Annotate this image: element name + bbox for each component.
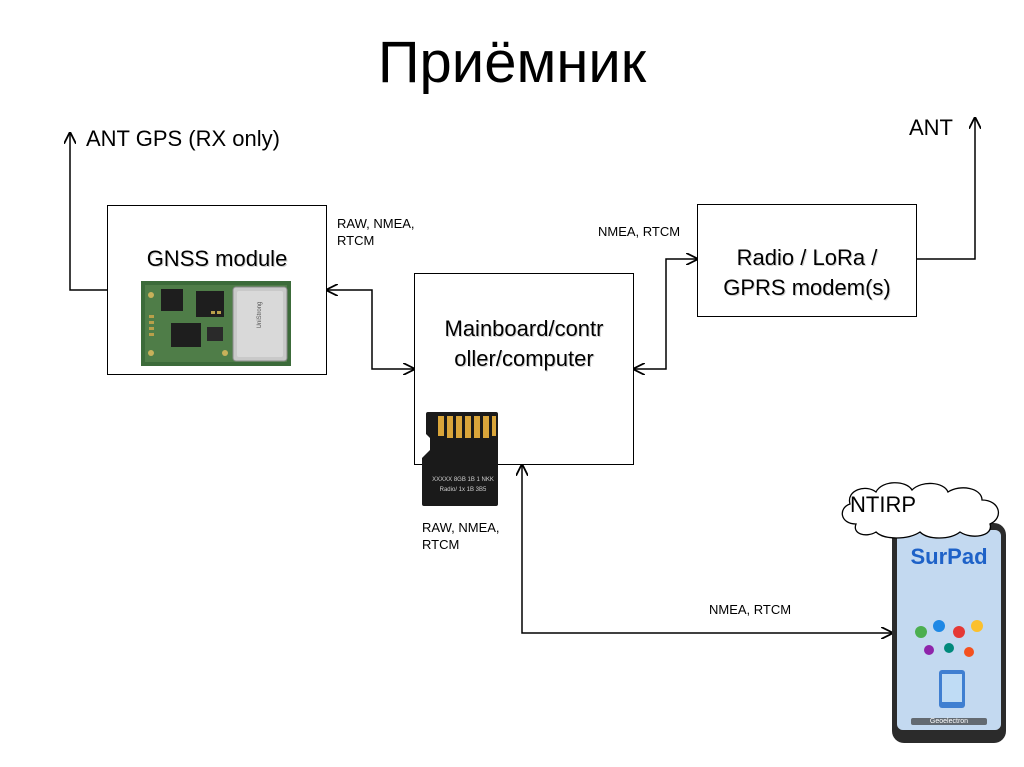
mainboard-label-line1: Mainboard/contr (444, 316, 604, 341)
mainboard-radio-line (634, 259, 697, 369)
tablet-image: SurPad Geoelectron (891, 522, 1007, 744)
gnss-module-label: GNSS module (146, 246, 288, 271)
radio-label-line1: Radio / LoRa / (736, 245, 878, 270)
gnss-chip-text: UniStrong (257, 301, 263, 329)
page-title: Приёмник (377, 30, 647, 95)
sd-card-text-line1: XXXXX 8GB 1B 1 NKK (432, 477, 494, 483)
radio-link-label: NMEA, RTCM (598, 224, 681, 239)
tablet-brand: SurPad (910, 544, 988, 569)
radio-antenna-line (917, 118, 975, 260)
mainboard-box: Mainboard/contr oller/computer (414, 273, 634, 465)
gnss-link-label-line2: RTCM (337, 233, 375, 248)
tablet-maker: Geoelectron (929, 718, 969, 725)
gps-antenna-line (70, 133, 107, 291)
sd-link-label-line1: RAW, NMEA, (422, 520, 500, 535)
ntirp-label: NTIRP (850, 492, 916, 517)
gnss-mainboard-line (327, 290, 414, 369)
gnss-link-label-line1: RAW, NMEA, (337, 216, 415, 231)
tablet-link-label: NMEA, RTCM (709, 602, 792, 617)
ntirp-cloud: NTIRP (836, 478, 1008, 540)
sd-card-text-line2: Radio/ 1x 1B 3B5 (439, 487, 487, 493)
mainboard-tablet-line (522, 465, 892, 633)
sd-card-image: XXXXX 8GB 1B 1 NKK Radio/ 1x 1B 3B5 (420, 410, 500, 508)
radio-modem-box: Radio / LoRa / GPRS modem(s) (697, 204, 917, 317)
gps-antenna-label: ANT GPS (RX only) (86, 126, 280, 151)
radio-label-line2: GPRS modem(s) (723, 275, 891, 300)
mainboard-label-line2: oller/computer (454, 346, 594, 371)
radio-antenna-label: ANT (909, 115, 953, 140)
gnss-module-box: GNSS module UniStrong (107, 205, 327, 375)
gnss-board-image: UniStrong (141, 281, 291, 366)
sd-link-label-line2: RTCM (422, 537, 460, 552)
